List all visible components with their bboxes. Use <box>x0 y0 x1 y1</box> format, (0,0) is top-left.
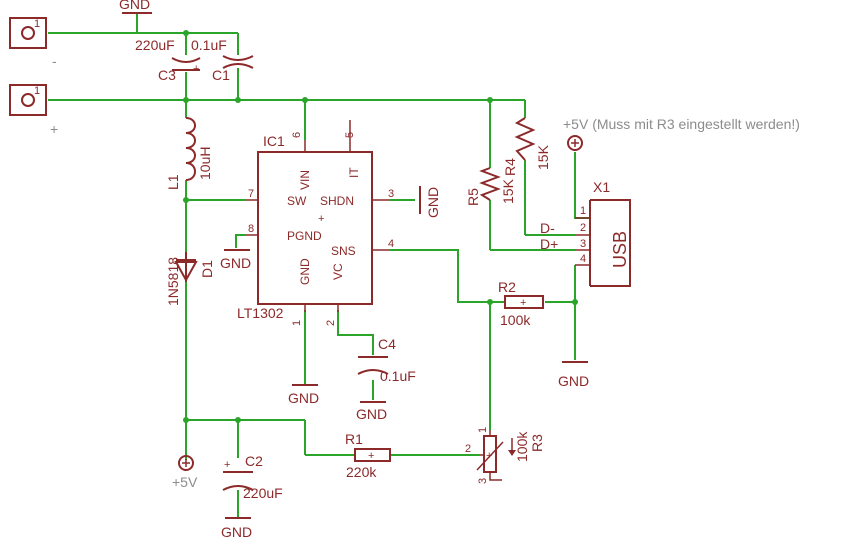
r3-pin-2: 2 <box>465 443 471 455</box>
resistor-r5: R5 15K <box>465 167 516 206</box>
connector-top-polarity: - <box>52 53 57 69</box>
c3-polarity: + <box>193 63 199 75</box>
c1-value: 0.1uF <box>191 37 227 53</box>
ic-pin-sw-label: SW <box>287 194 307 208</box>
gnd-symbol-pgnd: GND <box>220 234 251 271</box>
r4-value: 15K <box>535 144 551 170</box>
c4-value: 0.1uF <box>380 368 416 384</box>
ic-pin-pgnd-num: 8 <box>248 223 254 235</box>
r5-value: 15K <box>500 178 516 204</box>
resistor-r1: + R1 220k <box>345 431 391 480</box>
ic-pin-pgnd-label: PGND <box>287 229 322 243</box>
ic-pin-vin-num: 6 <box>291 132 303 138</box>
ic-pin-sw-num: 7 <box>248 188 254 200</box>
c2-value: 220uF <box>243 485 283 501</box>
gnd-symbol-c4: GND <box>356 380 387 422</box>
gnd-symbol-ic: GND <box>288 384 319 406</box>
usb-pin-1: 1 <box>580 205 586 217</box>
ic-pin-sns-num: 4 <box>388 238 394 250</box>
r3-pin-3: 3 <box>477 478 489 484</box>
r3-ref: R3 <box>529 434 545 452</box>
capacitor-c3: + C3 220uF <box>135 37 201 83</box>
c3-ref: C3 <box>158 67 176 83</box>
l1-ref: L1 <box>165 174 181 190</box>
gnd-label-shdn: GND <box>425 187 441 218</box>
usb-label: USB <box>610 231 630 268</box>
gnd-label-c4: GND <box>356 406 387 422</box>
r3-value: 100k <box>514 431 530 462</box>
ic-pin-vc-label: VC <box>331 263 345 280</box>
usb-ref: X1 <box>593 179 610 195</box>
connector-bottom-polarity: + <box>50 121 58 137</box>
ic-ref: IC1 <box>263 133 285 149</box>
connector-top-pin: 1 <box>34 18 40 30</box>
capacitor-c2: + C2 220uF <box>222 453 283 501</box>
gnd-symbol-usb: GND <box>558 361 589 389</box>
r3-pin-1: 1 <box>477 427 489 433</box>
resistor-r2: + R2 100k <box>498 279 544 328</box>
junctions <box>183 30 578 423</box>
capacitor-c4: C4 0.1uF <box>357 336 416 384</box>
resistor-r4: R4 15K <box>502 117 551 176</box>
supply-5v-output-label: +5V <box>172 474 198 490</box>
ic-pin-it-num: 5 <box>344 132 356 138</box>
ic-pin-vin-label: VIN <box>298 170 312 190</box>
usb-signal-dminus: D- <box>540 220 555 236</box>
r1-value: 220k <box>346 464 377 480</box>
d1-value: 1N5818 <box>165 257 181 306</box>
c4-ref: C4 <box>378 336 396 352</box>
ic-pin-vc-num: 2 <box>325 320 337 326</box>
ic-pin-gnd-num: 1 <box>291 320 303 326</box>
c2-ref: C2 <box>245 453 263 469</box>
ic-pin-shdn-label: SHDN <box>320 194 354 208</box>
supply-5v-usb: +5V (Muss mit R3 eingestellt werden!) <box>563 116 800 151</box>
ic-pin-gnd-label: GND <box>298 258 312 285</box>
gnd-symbol-c2: GND <box>221 490 252 540</box>
gnd-symbol-shdn: GND <box>390 186 441 218</box>
c3-value: 220uF <box>135 37 175 53</box>
r2-mark: + <box>520 297 526 309</box>
inductor-l1: L1 10uH <box>165 117 213 190</box>
r1-ref: R1 <box>345 431 363 447</box>
gnd-label-top: GND <box>119 0 150 12</box>
c2-polarity: + <box>224 459 230 471</box>
diode-d1: D1 1N5818 <box>165 252 215 306</box>
gnd-label-c2: GND <box>221 524 252 540</box>
usb-signal-dplus: D+ <box>540 236 558 252</box>
gnd-label-pgnd: GND <box>220 255 251 271</box>
connector-bottom: 1 + <box>9 84 58 137</box>
usb-pin-2: 2 <box>580 222 586 234</box>
gnd-label-ic: GND <box>288 390 319 406</box>
r2-value: 100k <box>500 312 531 328</box>
ic-pin-it-label: IT <box>347 167 361 178</box>
d1-ref: D1 <box>199 260 215 278</box>
l1-value: 10uH <box>197 147 213 180</box>
r5-ref: R5 <box>465 188 481 206</box>
r1-mark: + <box>368 450 374 462</box>
connector-bottom-pin: 1 <box>34 85 40 97</box>
ic-pin-sns-label: SNS <box>331 244 356 258</box>
ic-part: LT1302 <box>237 305 284 321</box>
usb-pin-3: 3 <box>580 238 586 250</box>
gnd-label-usb: GND <box>558 373 589 389</box>
ic-center-mark: + <box>318 213 324 225</box>
r3-mark: + <box>486 450 492 462</box>
c1-ref: C1 <box>212 67 230 83</box>
r2-ref: R2 <box>498 279 516 295</box>
gnd-symbol-top: GND <box>119 0 152 14</box>
r4-ref: R4 <box>502 158 518 176</box>
supply-5v-output: +5V <box>172 455 198 490</box>
usb-pin-4: 4 <box>580 253 586 265</box>
ic-lt1302: VIN IT SW SHDN PGND SNS GND VC + 6 5 7 8… <box>237 120 394 326</box>
supply-5v-note: +5V (Muss mit R3 eingestellt werden!) <box>563 116 800 132</box>
connector-top: 1 - <box>9 17 57 69</box>
usb-connector-x1: X1 USB 1 2 3 4 D- D+ <box>540 179 631 287</box>
trimmer-r3: + 1 2 3 100k R3 <box>465 427 545 484</box>
capacitor-c1: C1 0.1uF <box>191 37 254 83</box>
ic-pin-shdn-num: 3 <box>388 188 394 200</box>
